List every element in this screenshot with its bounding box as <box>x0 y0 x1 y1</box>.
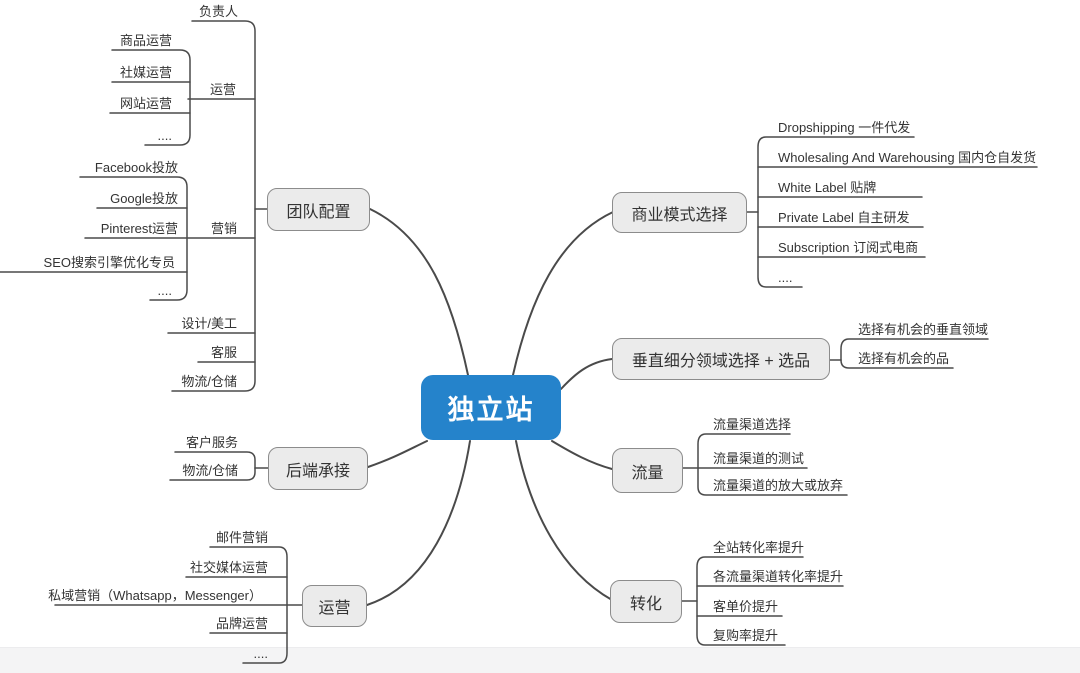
leaf-more-operations[interactable]: .... <box>253 646 268 661</box>
leaf-more-models[interactable]: .... <box>778 270 793 285</box>
leaf-seo-specialist[interactable]: SEO搜索引擎优化专员 <box>43 255 175 270</box>
node-conversion[interactable]: 转化 <box>610 580 682 623</box>
leaf-private-domain-marketing[interactable]: 私域营销（Whatsapp，Messenger） <box>48 588 262 603</box>
node-business-model[interactable]: 商业模式选择 <box>612 192 747 233</box>
leaf-customer-service[interactable]: 客服 <box>210 345 237 360</box>
leaf-subscription[interactable]: Subscription 订阅式电商 <box>778 240 919 255</box>
leaf-product-opportunity[interactable]: 选择有机会的品 <box>858 351 950 366</box>
node-operations[interactable]: 运营 <box>302 585 367 627</box>
leaf-channel-scale-or-drop[interactable]: 流量渠道的放大或放弃 <box>713 478 844 493</box>
leaf-channel-cvr[interactable]: 各流量渠道转化率提升 <box>713 569 844 584</box>
leaf-owner[interactable]: 负责人 <box>198 4 238 19</box>
leaf-dropshipping[interactable]: Dropshipping 一件代发 <box>778 120 911 135</box>
leaf-product-ops[interactable]: 商品运营 <box>119 33 172 48</box>
leaf-google-ads[interactable]: Google投放 <box>110 191 178 206</box>
central-topic[interactable]: 独立站 <box>421 375 561 440</box>
sublabel-marketing[interactable]: 营销 <box>210 221 237 236</box>
leaf-pinterest-ops[interactable]: Pinterest运营 <box>100 221 178 236</box>
node-traffic[interactable]: 流量 <box>612 448 683 493</box>
canvas-footer-band <box>0 647 1080 673</box>
leaf-website-ops[interactable]: 网站运营 <box>119 96 172 111</box>
leaf-email-marketing[interactable]: 邮件营销 <box>215 530 268 545</box>
leaf-vertical-opportunity[interactable]: 选择有机会的垂直领域 <box>858 322 989 337</box>
leaf-social-media-ops[interactable]: 社媒运营 <box>119 65 172 80</box>
leaf-facebook-ads[interactable]: Facebook投放 <box>94 160 178 175</box>
leaf-customer-support[interactable]: 客户服务 <box>185 435 238 450</box>
node-vertical-selection[interactable]: 垂直细分领域选择 + 选品 <box>612 338 830 380</box>
leaf-repurchase-rate[interactable]: 复购率提升 <box>713 628 779 643</box>
leaf-private-label[interactable]: Private Label 自主研发 <box>778 210 910 225</box>
leaf-more-marketing[interactable]: .... <box>157 283 172 298</box>
node-backend[interactable]: 后端承接 <box>268 447 368 490</box>
leaf-wholesaling[interactable]: Wholesaling And Warehousing 国内仓自发货 <box>778 150 1037 165</box>
leaf-brand-operation[interactable]: 品牌运营 <box>215 616 268 631</box>
leaf-white-label[interactable]: White Label 贴牌 <box>778 180 877 195</box>
leaf-design[interactable]: 设计/美工 <box>181 316 237 331</box>
sublabel-operations[interactable]: 运营 <box>209 82 236 97</box>
leaf-backend-logistics[interactable]: 物流/仓储 <box>182 463 238 478</box>
leaf-channel-testing[interactable]: 流量渠道的测试 <box>713 451 805 466</box>
leaf-more-ops[interactable]: .... <box>157 128 172 143</box>
leaf-aov-increase[interactable]: 客单价提升 <box>713 599 779 614</box>
node-team-config[interactable]: 团队配置 <box>267 188 370 231</box>
leaf-site-cvr[interactable]: 全站转化率提升 <box>713 540 805 555</box>
leaf-channel-selection[interactable]: 流量渠道选择 <box>713 417 792 432</box>
leaf-social-media-operation[interactable]: 社交媒体运营 <box>189 560 268 575</box>
leaf-logistics[interactable]: 物流/仓储 <box>181 374 237 389</box>
